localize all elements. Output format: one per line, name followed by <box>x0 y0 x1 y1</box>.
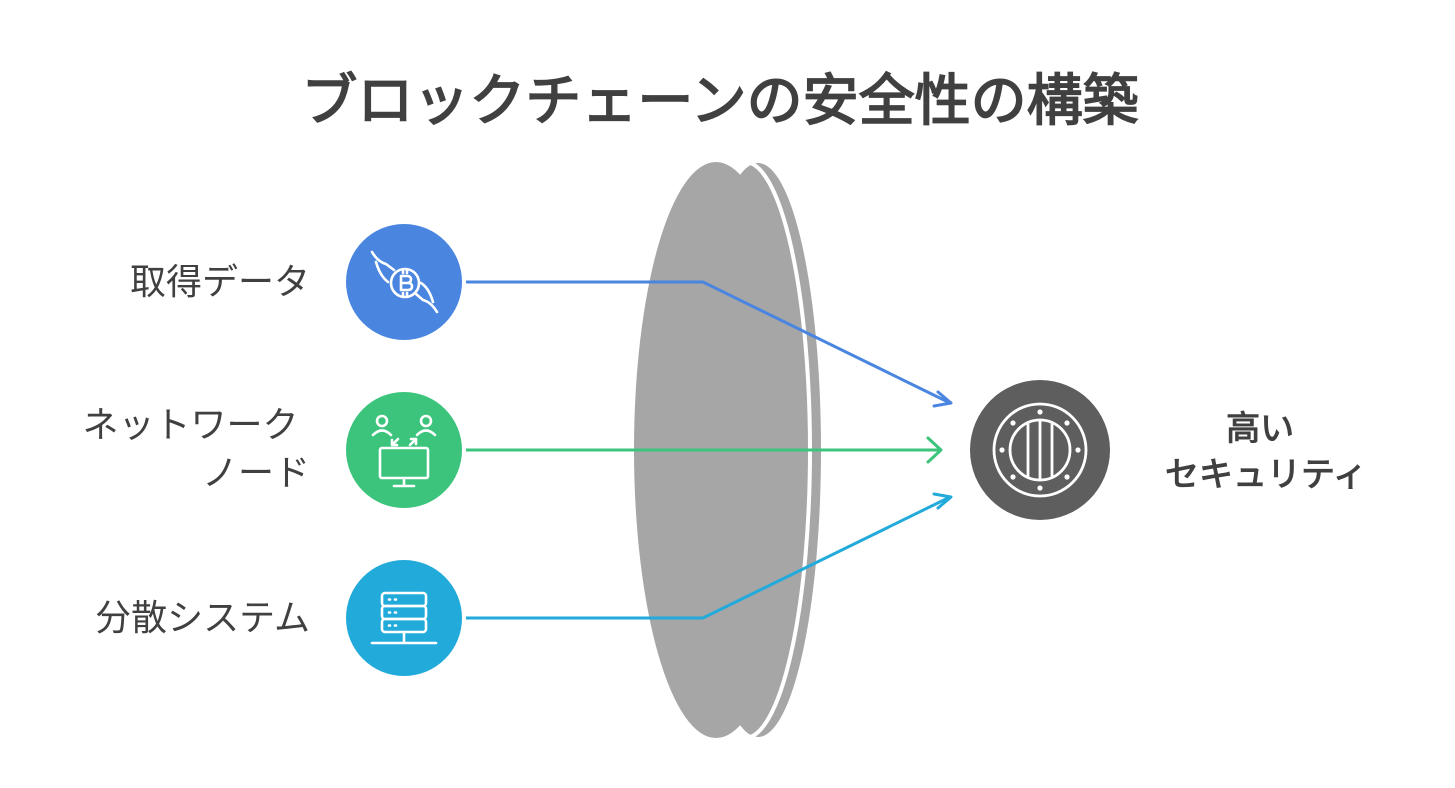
input-label: 分散システム <box>95 598 310 639</box>
vault-door-icon <box>992 402 1088 498</box>
input-label: ネットワーク ノード <box>83 405 310 494</box>
input-label: 取得データ <box>130 262 310 303</box>
network-nodes-icon <box>371 414 437 488</box>
connectors <box>466 280 953 620</box>
arrowhead-distributed-system <box>932 492 953 510</box>
output-high-security: 高い セキュリティ <box>970 380 1367 520</box>
input-circle <box>346 392 462 508</box>
input-distributed-system: 分散システム <box>95 560 462 676</box>
bitcoin-hand-icon <box>370 250 439 314</box>
connector-distributed-system <box>466 495 951 620</box>
output-label: 高い セキュリティ <box>1165 409 1367 495</box>
arrowhead-network-nodes <box>926 436 943 464</box>
input-network-nodes: ネットワーク ノード <box>83 392 462 508</box>
server-stack-icon <box>370 591 438 645</box>
page-title: ブロックチェーンの安全性の構築 <box>301 69 1139 134</box>
connector-acquired-data <box>466 280 951 405</box>
arrowhead-acquired-data <box>932 390 953 408</box>
input-acquired-data: 取得データ <box>130 224 462 340</box>
